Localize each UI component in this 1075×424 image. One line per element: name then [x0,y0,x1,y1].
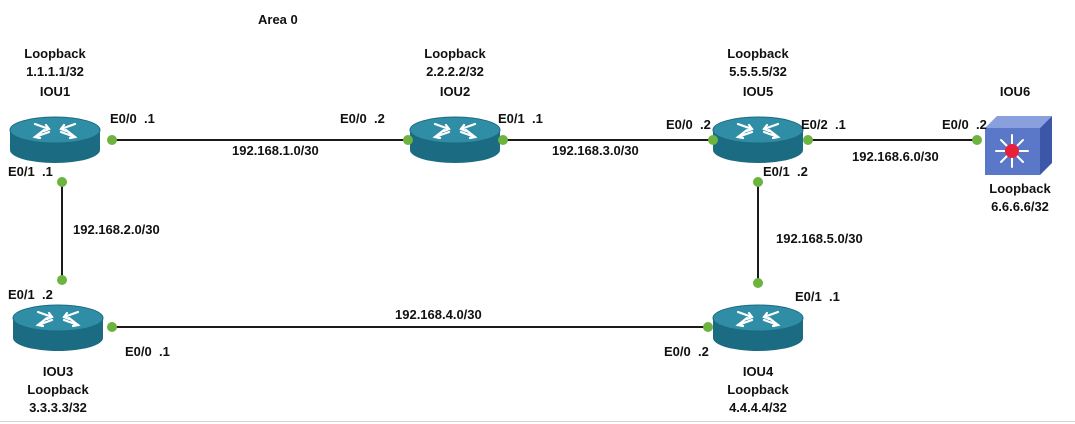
network-label-iou1-iou2: 192.168.1.0/30 [232,143,319,158]
port-label: E0/1 .1 [8,164,53,179]
network-label-iou5-iou6: 192.168.6.0/30 [852,149,939,164]
network-label-iou2-iou5: 192.168.3.0/30 [552,143,639,158]
port-label: E0/1 .2 [763,164,808,179]
port-label: E0/0 .2 [942,117,987,132]
area-title: Area 0 [258,12,298,27]
loopback-title-iou4: Loopback [727,382,789,397]
network-label-iou1-iou3: 192.168.2.0/30 [73,222,160,237]
router-icon-iou5[interactable] [711,115,805,165]
loopback-address-iou5: 5.5.5.5/32 [729,64,787,79]
port-label: E0/0 .2 [664,344,709,359]
port-label: E0/1 .1 [498,111,543,126]
port-dot [498,135,508,145]
port-label: E0/0 .2 [666,117,711,132]
port-dot [972,135,982,145]
layer3-switch-icon[interactable] [985,116,1052,175]
port-dot [703,322,713,332]
router-icon-iou3[interactable] [11,303,105,353]
port-label: E0/0 .2 [340,111,385,126]
port-dot [107,322,117,332]
switch-name-iou6: IOU6 [999,84,1031,99]
loopback-address-iou3: 3.3.3.3/32 [29,400,87,415]
port-dot [803,135,813,145]
port-label: E0/0 .1 [110,111,155,126]
loopback-title-iou1: Loopback [24,46,86,61]
port-dot [57,177,67,187]
network-label-iou3-iou4: 192.168.4.0/30 [395,307,482,322]
port-label: E0/1 .1 [795,289,840,304]
router-icon-iou2[interactable] [408,115,502,165]
port-dot [403,135,413,145]
loopback-address-iou2: 2.2.2.2/32 [426,64,484,79]
port-dot [753,177,763,187]
network-label-iou5-iou4: 192.168.5.0/30 [776,231,863,246]
router-name-iou1: IOU1 [39,84,71,99]
router-name-iou3: IOU3 [42,364,74,379]
loopback-title-iou5: Loopback [727,46,789,61]
loopback-address-iou6: 6.6.6.6/32 [991,199,1049,214]
loopback-title-iou6: Loopback [989,181,1051,196]
port-dot [57,275,67,285]
router-name-iou4: IOU4 [742,364,774,379]
port-dot [107,135,117,145]
port-label: E0/2 .1 [801,117,846,132]
port-dot [708,135,718,145]
port-dot [753,278,763,288]
loopback-title-iou2: Loopback [424,46,486,61]
loopback-address-iou1: 1.1.1.1/32 [26,64,84,79]
loopback-title-iou3: Loopback [27,382,89,397]
loopback-address-iou4: 4.4.4.4/32 [729,400,787,415]
router-name-iou2: IOU2 [439,84,471,99]
router-name-iou5: IOU5 [742,84,774,99]
port-label: E0/0 .1 [125,344,170,359]
port-label: E0/1 .2 [8,287,53,302]
router-icon-iou4[interactable] [711,303,805,353]
router-icon-iou1[interactable] [8,115,102,165]
bottom-divider [0,421,1075,422]
